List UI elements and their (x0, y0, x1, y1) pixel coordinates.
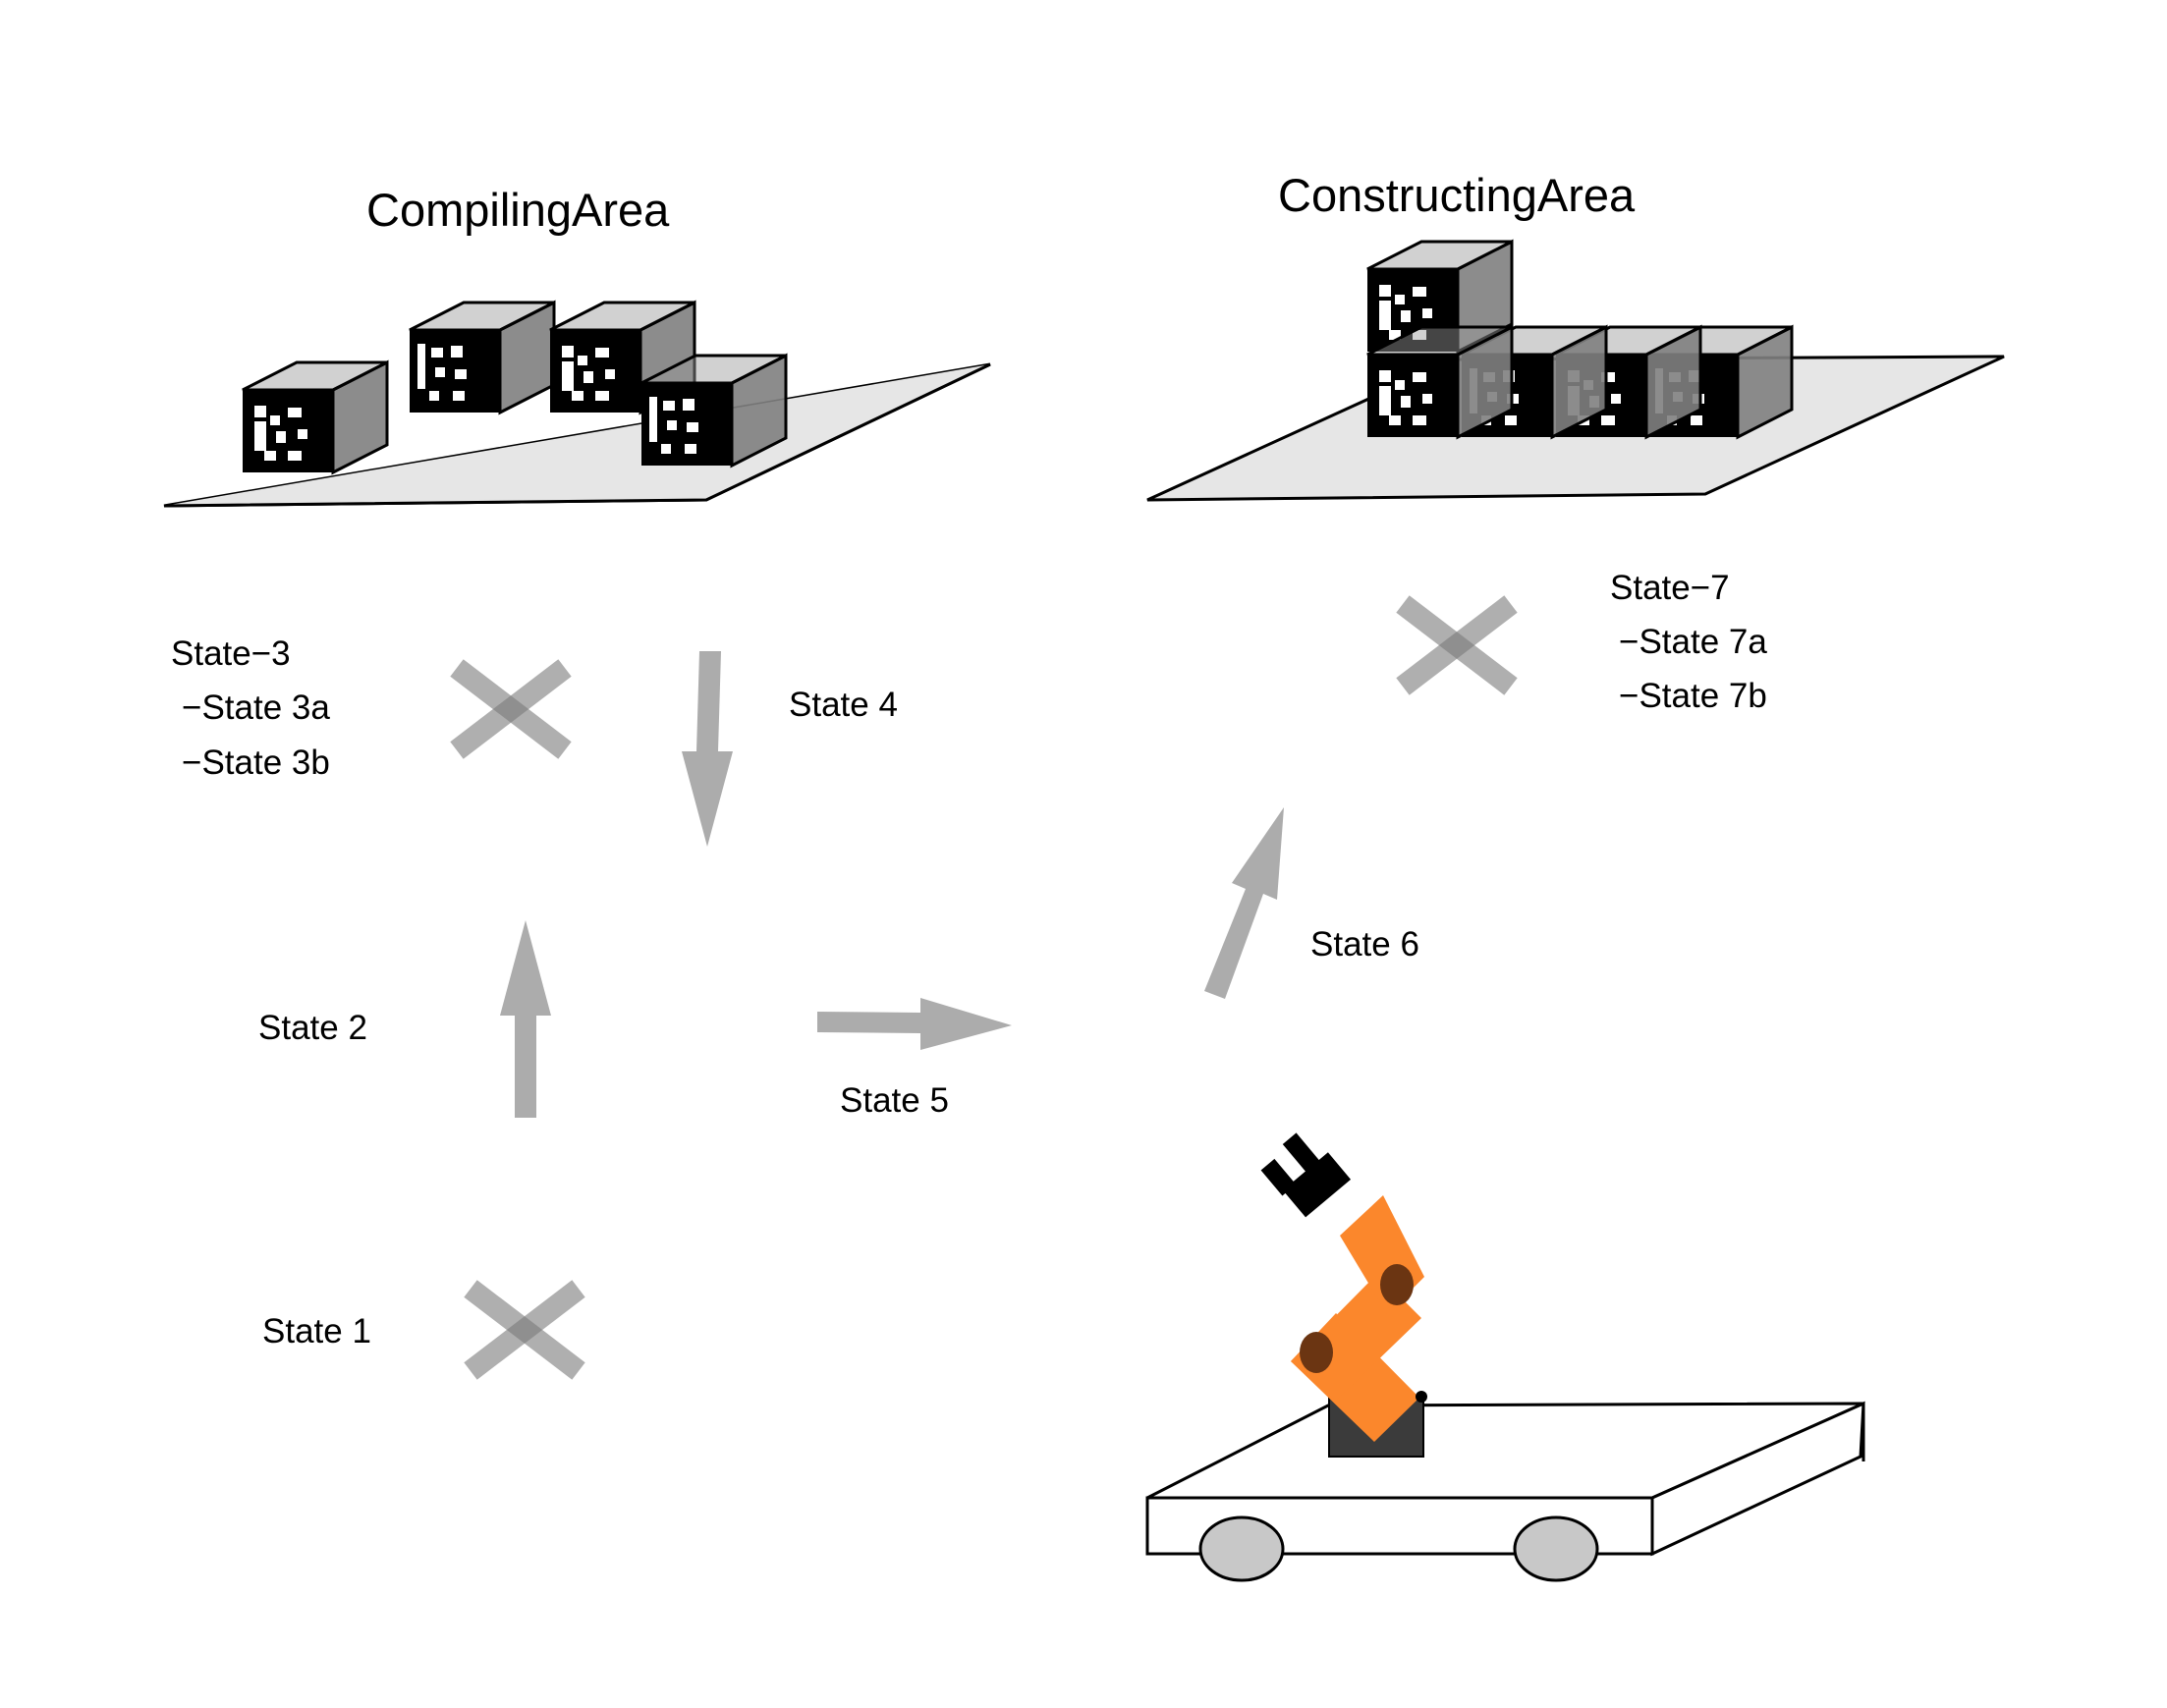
state-2-arrow-icon (500, 920, 551, 1118)
state-4-label: State 4 (789, 686, 898, 724)
mobile-robot-icon (1145, 1132, 1865, 1582)
state-2-label: State 2 (258, 1009, 367, 1047)
marker-cube-icon (241, 360, 389, 474)
compiling-area: CompilingArea (163, 184, 991, 508)
marker-cube-icon (1365, 325, 1514, 439)
state-5-label: State 5 (840, 1081, 949, 1120)
state-5-arrow-icon (817, 998, 1012, 1050)
wheel-icon (1513, 1515, 1599, 1582)
gripper-icon (1260, 1132, 1352, 1218)
arm-joint-icon (1300, 1332, 1333, 1373)
state-1-label: State 1 (262, 1312, 371, 1350)
state-labels: State−3 −State 3a −State 3b State 4 Stat… (171, 569, 1767, 1350)
state-7a-label: −State 7a (1619, 623, 1767, 661)
state-3a-label: −State 3a (182, 689, 330, 727)
arm-joint-icon (1380, 1264, 1414, 1305)
arm-upper-link (1340, 1195, 1424, 1314)
compiling-area-title: CompilingArea (366, 184, 670, 236)
state-7-title: State−7 (1610, 569, 1730, 607)
constructing-area-title: ConstructingArea (1278, 169, 1636, 221)
state-4-arrow-icon (682, 651, 733, 847)
state-3-cross-icon (457, 668, 565, 750)
state-1-cross-icon (471, 1289, 579, 1371)
marker-cube-icon (639, 354, 788, 468)
state-3-title: State−3 (171, 634, 291, 673)
wheel-icon (1198, 1515, 1285, 1582)
state-7-cross-icon (1403, 604, 1511, 687)
state-3b-label: −State 3b (182, 744, 330, 782)
state-6-arrow-icon (1204, 807, 1284, 999)
state-6-label: State 6 (1310, 925, 1419, 964)
constructing-area: ConstructingArea (1146, 169, 2005, 502)
state-7b-label: −State 7b (1619, 677, 1767, 715)
marker-cube-icon (408, 301, 556, 414)
cart-side (1650, 1401, 1865, 1557)
